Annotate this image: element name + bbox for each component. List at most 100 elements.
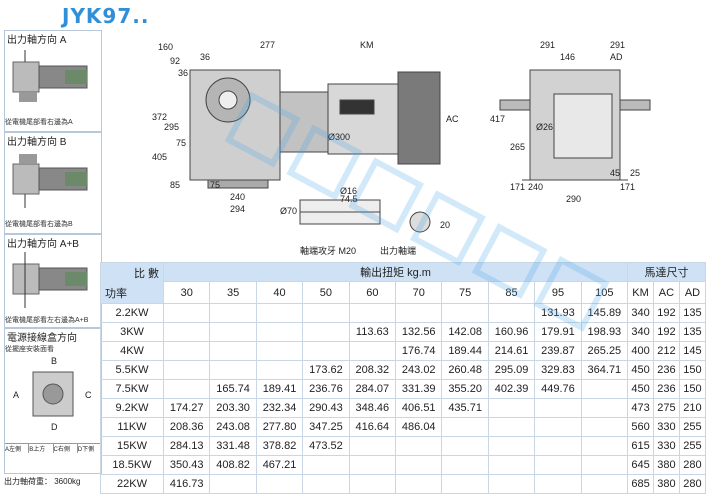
weight-row: 出力軸荷重： 3600kg [4, 476, 100, 488]
torque-cell: 145.89 [580, 303, 629, 323]
dim-171-b: 171 [620, 182, 635, 192]
torque-cell: 467.21 [255, 455, 304, 475]
size-col-header: AC [652, 281, 680, 304]
power-cell: 7.5KW [100, 379, 164, 399]
gearbox-b-illustration [12, 154, 88, 208]
torque-cell [487, 474, 536, 494]
terminal-pos-c: C [85, 390, 92, 400]
torque-cell: 232.34 [255, 398, 304, 418]
output-key-label: 出力軸端 [380, 245, 416, 256]
torque-cell: 473.52 [302, 436, 350, 456]
torque-cell: 239.87 [534, 341, 582, 361]
torque-cell [487, 455, 536, 475]
size-cell: 145 [678, 341, 707, 361]
torque-cell: 449.76 [534, 379, 582, 399]
dim-405: 405 [152, 152, 167, 162]
torque-cell: 331.48 [209, 436, 257, 456]
gearbox-ab-illustration [12, 252, 88, 308]
torque-cell [534, 474, 582, 494]
view-a-label: 出力軸方向 A [7, 35, 67, 46]
torque-cell [302, 303, 350, 323]
torque-cell: 208.32 [348, 360, 397, 380]
legend-d: D下側 [77, 447, 95, 453]
power-cell: 3KW [100, 322, 164, 342]
dim-25: 25 [630, 168, 640, 178]
terminal-legend: A左側 B上方 C右側 D下側 [5, 443, 101, 453]
size-cell: 450 [627, 360, 654, 380]
dim-85: 85 [170, 180, 180, 190]
view-ab-caption: 從電機尾部看左右邊為A+B [5, 317, 89, 324]
torque-cell: 435.71 [441, 398, 489, 418]
dim-45: 45 [610, 168, 620, 178]
torque-cell [209, 474, 257, 494]
dim-140: Ø16 [340, 186, 357, 196]
torque-cell: 331.39 [395, 379, 443, 399]
torque-cell [209, 303, 257, 323]
torque-cell: 329.83 [534, 360, 582, 380]
dim-km: KM [360, 40, 374, 50]
ratio-col-header: 40 [255, 281, 304, 304]
torque-cell: 214.61 [487, 341, 536, 361]
table-header-row-1: 比 數 功率 輸出扭矩 kg.m 馬達尺寸 [100, 262, 706, 304]
legend-a: A左側 [5, 444, 30, 453]
torque-cell: 265.25 [580, 341, 629, 361]
ratio-col-header: 30 [162, 281, 211, 304]
torque-cell [395, 474, 443, 494]
dim-291-b: 291 [610, 40, 625, 50]
torque-cell: 131.93 [534, 303, 582, 323]
torque-cell [302, 455, 350, 475]
torque-cell [209, 341, 257, 361]
torque-cell: 406.51 [395, 398, 443, 418]
dim-291-a: 291 [540, 40, 555, 50]
dim-ac: AC [446, 114, 459, 124]
view-a-caption: 從電機尾部看右邊為A [5, 119, 73, 126]
size-cell: 685 [627, 474, 654, 494]
size-cell: 615 [627, 436, 654, 456]
size-cell: 192 [652, 303, 680, 323]
front-view [189, 69, 441, 189]
dim-75-bottom: 75 [210, 180, 220, 190]
torque-cell [534, 455, 582, 475]
torque-cell: 350.43 [162, 455, 211, 475]
dim-26: Ø26 [536, 122, 553, 132]
torque-cell: 364.71 [580, 360, 629, 380]
torque-cell [487, 398, 536, 418]
torque-cell [580, 417, 629, 437]
torque-cell: 189.44 [441, 341, 489, 361]
torque-cell [580, 455, 629, 475]
torque-cell [348, 341, 397, 361]
torque-cell: 113.63 [348, 322, 397, 342]
side-view [499, 69, 651, 181]
torque-cell [162, 360, 211, 380]
power-cell: 2.2KW [100, 303, 164, 323]
size-cell: 135 [678, 303, 707, 323]
dim-300: Ø300 [328, 132, 350, 142]
torque-cell [255, 303, 304, 323]
dim-171-a: 171 [510, 182, 525, 192]
ratio-col-header: 95 [534, 281, 582, 304]
size-cell: 255 [678, 436, 707, 456]
torque-cell: 208.36 [162, 417, 211, 437]
torque-cell: 243.08 [209, 417, 257, 437]
corner-power: 功率 [105, 288, 127, 300]
size-cell: 473 [627, 398, 654, 418]
torque-cell [255, 474, 304, 494]
power-cell: 22KW [100, 474, 164, 494]
torque-cell [162, 379, 211, 399]
torque-cell [395, 436, 443, 456]
torque-cell: 290.43 [302, 398, 350, 418]
size-cell: 236 [652, 379, 680, 399]
torque-cell [441, 436, 489, 456]
dim-240-front: 240 [230, 192, 245, 202]
dim-277: 277 [260, 40, 275, 50]
torque-cell: 347.25 [302, 417, 350, 437]
torque-cell [441, 455, 489, 475]
size-cell: 210 [678, 398, 707, 418]
torque-cell: 284.07 [348, 379, 397, 399]
size-cell: 150 [678, 379, 707, 399]
